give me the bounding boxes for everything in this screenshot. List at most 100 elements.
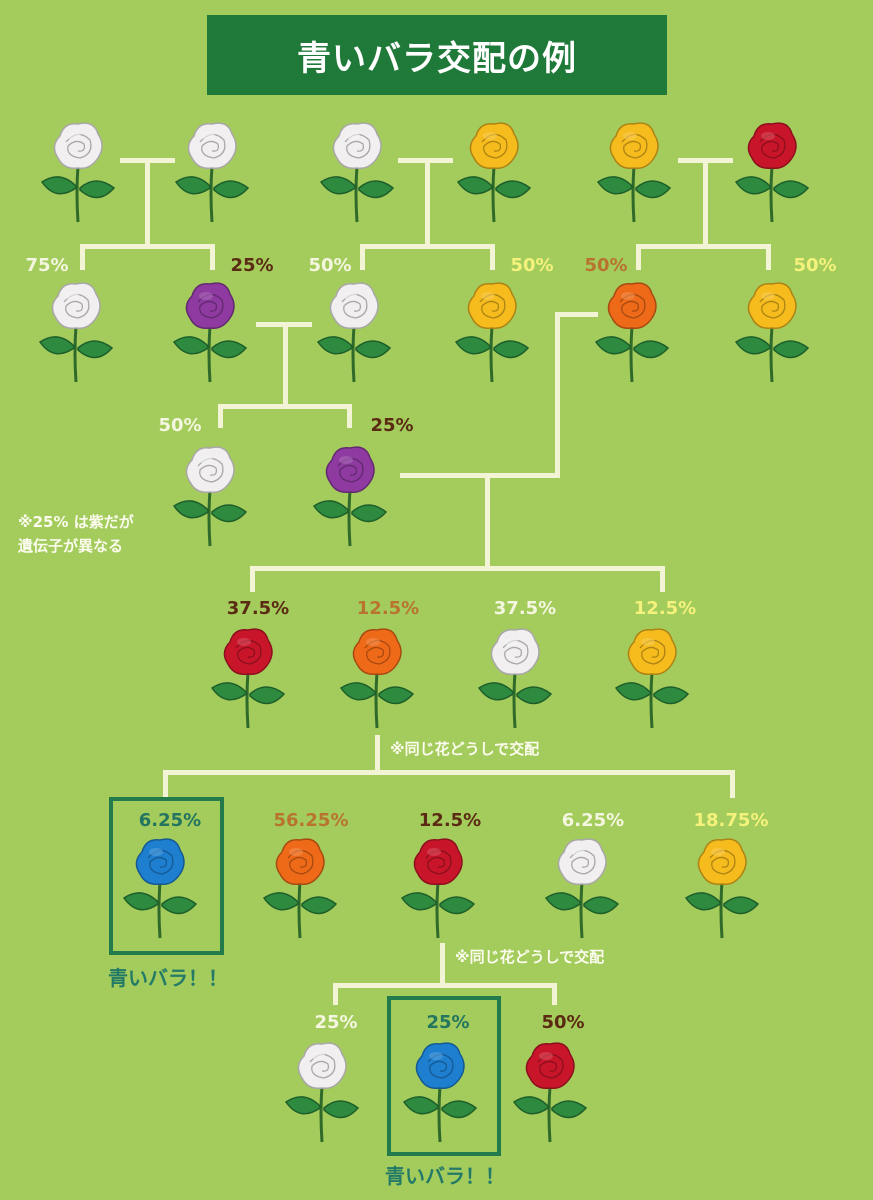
rose-bloom <box>51 282 101 330</box>
rose-bloom <box>53 122 103 170</box>
rose-bloom <box>490 628 540 676</box>
stem <box>579 881 584 939</box>
probability-label: 50% <box>793 255 837 276</box>
rose-bloom <box>469 122 519 170</box>
stem <box>769 325 774 383</box>
rose-white <box>170 442 250 547</box>
leaf-icon <box>312 500 349 519</box>
stem <box>245 671 250 729</box>
stem <box>512 671 517 729</box>
leaf-icon <box>249 686 286 705</box>
leaf-icon <box>339 682 376 701</box>
rose-white <box>542 834 622 939</box>
probability-label: 25% <box>314 1012 358 1033</box>
leaf-icon <box>262 892 299 911</box>
page-title: 青いバラ交配の例 <box>207 15 667 95</box>
note-line: ※25% は紫だが <box>18 513 134 531</box>
blue-rose-label: 青いバラ！！ <box>385 1164 505 1188</box>
probability-label: 50% <box>308 255 352 276</box>
leaf-icon <box>734 176 771 195</box>
probability-label: 37.5% <box>226 598 290 619</box>
rose-red <box>732 118 812 223</box>
leaf-icon <box>351 504 388 523</box>
leaf-icon <box>210 682 247 701</box>
leaf-icon <box>38 336 75 355</box>
rose-white <box>475 624 555 729</box>
probability-label: 12.5% <box>418 810 482 831</box>
rose-bloom <box>525 1042 575 1090</box>
stem <box>73 325 78 383</box>
leaf-icon <box>493 340 530 359</box>
probability-label: 25% <box>370 415 414 436</box>
cross-note: ※同じ花どうしで交配 <box>390 740 540 758</box>
leaf-icon <box>402 1096 439 1115</box>
rose-orange <box>592 278 672 383</box>
stem <box>437 1085 442 1143</box>
probability-label: 50% <box>541 1012 585 1033</box>
probability-label: 6.25% <box>561 810 625 831</box>
stem <box>719 881 724 939</box>
blue-rose-highlight-box <box>387 996 501 1156</box>
blue-rose-label: 青いバラ！！ <box>108 966 228 990</box>
stem <box>491 165 496 223</box>
leaf-icon <box>439 896 476 915</box>
leaf-icon <box>358 180 395 199</box>
rose-bloom <box>415 1042 465 1090</box>
leaf-icon <box>441 1100 478 1119</box>
stem <box>207 325 212 383</box>
stem <box>351 325 356 383</box>
probability-label: 18.75% <box>693 810 769 831</box>
leaf-icon <box>213 180 250 199</box>
rose-white <box>317 118 397 223</box>
stem <box>547 1085 552 1143</box>
stem <box>489 325 494 383</box>
rose-bloom <box>185 446 235 494</box>
cross-note: ※同じ花どうしで交配 <box>455 948 605 966</box>
leaf-icon <box>211 504 248 523</box>
blue-rose-highlight-box <box>109 797 224 955</box>
leaf-icon <box>284 1096 321 1115</box>
rose-purple <box>310 442 390 547</box>
leaf-icon <box>551 1100 588 1119</box>
leaf-icon <box>355 340 392 359</box>
leaf-icon <box>495 180 532 199</box>
stem <box>209 165 214 223</box>
rose-bloom <box>185 282 235 330</box>
rose-bloom <box>627 628 677 676</box>
leaf-icon <box>512 1096 549 1115</box>
rose-bloom <box>135 838 185 886</box>
rose-yellow <box>682 834 762 939</box>
rose-red <box>398 834 478 939</box>
rose-bloom <box>332 122 382 170</box>
stem <box>629 325 634 383</box>
leaf-icon <box>122 892 159 911</box>
rose-bloom <box>223 628 273 676</box>
rose-bloom <box>609 122 659 170</box>
genetics-note: ※25% は紫だが 遺伝子が異なる <box>18 510 134 558</box>
rose-yellow <box>452 278 532 383</box>
leaf-icon <box>454 336 491 355</box>
rose-purple <box>170 278 250 383</box>
leaf-icon <box>635 180 672 199</box>
probability-label: 50% <box>584 255 628 276</box>
stem <box>631 165 636 223</box>
rose-bloom <box>697 838 747 886</box>
leaf-icon <box>477 682 514 701</box>
rose-bloom <box>557 838 607 886</box>
leaf-icon <box>614 682 651 701</box>
rose-white <box>36 278 116 383</box>
probability-label: 75% <box>25 255 69 276</box>
rose-bloom <box>467 282 517 330</box>
rose-red <box>208 624 288 729</box>
probability-label: 37.5% <box>493 598 557 619</box>
leaf-icon <box>40 176 77 195</box>
probability-label: 50% <box>158 415 202 436</box>
leaf-icon <box>773 180 810 199</box>
stem <box>157 881 162 939</box>
leaf-icon <box>79 180 116 199</box>
leaf-icon <box>400 892 437 911</box>
rose-bloom <box>352 628 402 676</box>
leaf-icon <box>734 336 771 355</box>
rose-yellow <box>454 118 534 223</box>
leaf-icon <box>77 340 114 359</box>
